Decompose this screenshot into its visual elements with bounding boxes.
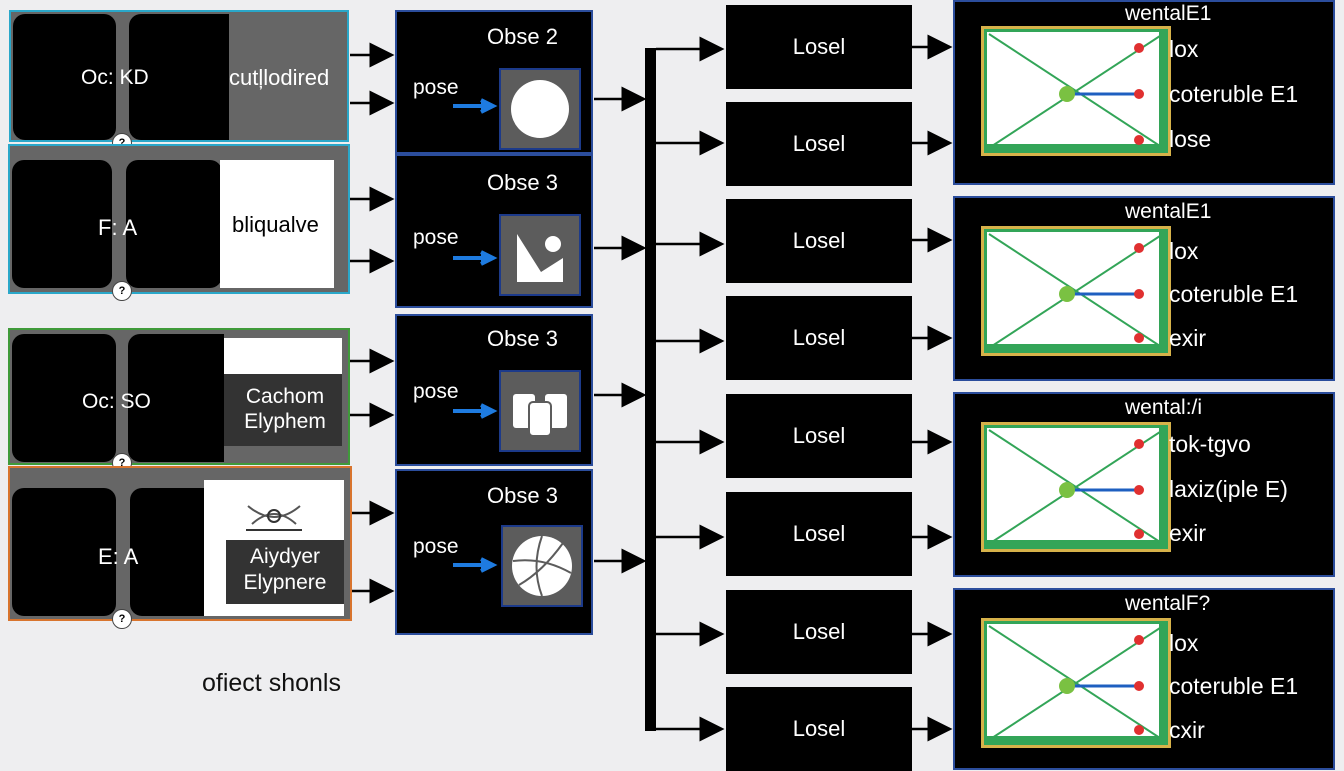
output-title: wentalF? xyxy=(1125,592,1211,615)
output-label: coteruble E1 xyxy=(1169,81,1299,107)
input-left-label: F: A xyxy=(98,215,138,240)
observer-box-3: Obse 3 pose xyxy=(395,314,593,466)
output-box-3: wental:/i tok-tgvo laxiz(iple E) exir xyxy=(953,392,1335,577)
output-label: lox xyxy=(1169,630,1199,656)
observer-box-1: Obse 2 pose xyxy=(395,10,593,154)
output-label: coteruble E1 xyxy=(1169,281,1299,307)
shapes-icon xyxy=(499,214,581,296)
output-label: lox xyxy=(1169,36,1199,62)
input-right-label: cutļlodired xyxy=(229,65,330,90)
footer-label: ofiect shonls xyxy=(202,669,341,697)
observer-title: Obse 3 xyxy=(487,326,558,351)
input-left-label: Oc: SO xyxy=(82,390,151,413)
output-label: exir xyxy=(1169,520,1207,546)
input-dark-card xyxy=(226,540,344,604)
input-block-left xyxy=(12,160,112,288)
input-block-left xyxy=(13,14,116,140)
arrow-right-icon xyxy=(453,98,498,114)
input-panel-2: F: A bliqualve xyxy=(8,144,350,294)
output-label: exir xyxy=(1169,325,1207,351)
input-block-left xyxy=(12,334,116,462)
input-panel-3: Oc: SO Cachom Elyphem xyxy=(8,328,350,465)
envelope-icon xyxy=(981,422,1171,552)
input-white-card xyxy=(224,338,342,374)
input-right-label: Cachom Elyphem xyxy=(244,385,326,433)
pose-label: pose xyxy=(413,226,459,249)
blocks-icon xyxy=(499,370,581,452)
output-label: cxir xyxy=(1169,717,1205,743)
input-panel-1: Oc: KD cutļlodired xyxy=(9,10,349,142)
output-title: wentalE1 xyxy=(1125,2,1212,25)
losel-box: Losel xyxy=(726,687,912,771)
pose-label: pose xyxy=(413,535,459,558)
input-right-label: Aiydyer Elypnere xyxy=(243,545,327,594)
pose-label: pose xyxy=(413,76,459,99)
input-left-label: E: A xyxy=(98,544,139,569)
input-block-right xyxy=(126,160,222,288)
envelope-icon xyxy=(981,226,1171,356)
input-white-card xyxy=(220,160,334,288)
output-box-2: wentalE1 lox coteruble E1 exir xyxy=(953,196,1335,381)
envelope-icon xyxy=(981,26,1171,156)
input-left-label: Oc: KD xyxy=(81,66,149,89)
observer-title: Obse 3 xyxy=(487,483,558,508)
output-box-1: wentalE1 lox coteruble E1 lose xyxy=(953,0,1335,185)
output-title: wental:/i xyxy=(1125,396,1203,419)
circle-icon xyxy=(499,68,581,150)
input-dark-card xyxy=(224,374,342,446)
losel-box: Losel xyxy=(726,5,912,89)
input-block-left xyxy=(12,488,116,616)
ball-icon xyxy=(501,525,583,607)
output-label: lose xyxy=(1169,126,1212,152)
output-label: tok-tgvo xyxy=(1169,431,1251,457)
input-right-label: bliqualve xyxy=(232,212,319,237)
input-block-right xyxy=(129,14,229,140)
output-label: coteruble E1 xyxy=(1169,673,1299,699)
losel-box: Losel xyxy=(726,199,912,283)
pose-label: pose xyxy=(413,380,459,403)
losel-box: Losel xyxy=(726,492,912,576)
arrow-right-icon xyxy=(453,250,498,266)
observer-title: Obse 3 xyxy=(487,170,558,195)
output-box-4: wentalF? lox coteruble E1 cxir xyxy=(953,588,1335,770)
observer-box-2: Obse 3 pose xyxy=(395,154,593,308)
input-panel-4: E: A Aiydyer Elypnere xyxy=(8,466,352,621)
output-label: lox xyxy=(1169,238,1199,264)
input-block-right xyxy=(128,334,224,462)
losel-box: Losel xyxy=(726,394,912,478)
arrow-right-icon xyxy=(453,557,498,573)
observer-box-4: Obse 3 pose xyxy=(395,469,593,635)
question-badge: ? xyxy=(112,281,132,301)
arrow-right-icon xyxy=(453,403,498,419)
losel-box: Losel xyxy=(726,296,912,380)
losel-box: Losel xyxy=(726,590,912,674)
output-title: wentalE1 xyxy=(1125,200,1212,223)
output-label: laxiz(iple E) xyxy=(1169,476,1288,502)
envelope-icon xyxy=(981,618,1171,748)
observer-title: Obse 2 xyxy=(487,24,558,49)
logo-emblem-icon xyxy=(246,505,302,531)
losel-box: Losel xyxy=(726,102,912,186)
question-badge: ? xyxy=(112,609,132,629)
